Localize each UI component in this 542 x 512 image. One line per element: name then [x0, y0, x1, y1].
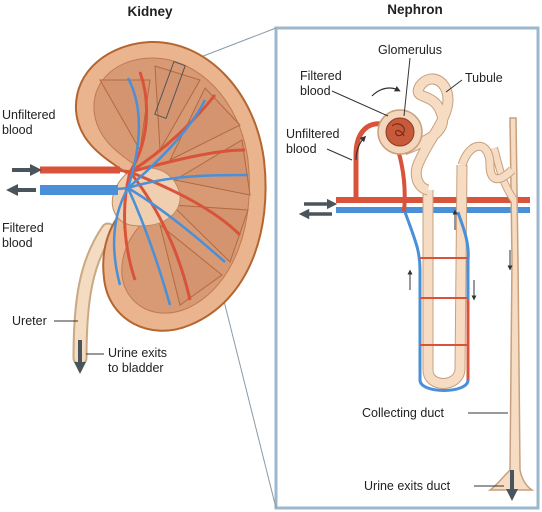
leader-nephron-filtered	[331, 90, 389, 117]
capillary-rungs	[420, 257, 468, 346]
leader-tubule	[445, 79, 463, 93]
collecting-duct	[487, 117, 535, 491]
label-urine-exits-duct: Urine exits duct	[364, 479, 451, 493]
efferent-arteriole	[396, 149, 407, 213]
label-filtered-blood-line2: blood	[2, 236, 33, 250]
label-ureter: Ureter	[12, 314, 47, 328]
distal-tubule	[458, 142, 515, 183]
renal-pyramid	[173, 139, 251, 196]
proximal-tubule	[402, 74, 453, 195]
label-nephron-filtered-line2: blood	[300, 84, 331, 98]
loop-of-henle	[423, 164, 467, 388]
nephron-inset-frame	[274, 26, 540, 510]
nephron-title: Nephron	[387, 2, 443, 17]
kidney	[54, 40, 267, 332]
flow-arrow-glomerulus	[371, 85, 401, 97]
kidney-title: Kidney	[127, 4, 173, 19]
glomerulus	[385, 117, 415, 147]
ureter-tube	[74, 224, 114, 364]
label-nephron-unfiltered-line1: Unfiltered	[286, 127, 340, 141]
duct-branch-fill	[491, 147, 517, 202]
label-urine-exits-line1: Urine exits	[108, 346, 167, 360]
leader-nephron-unfiltered	[326, 148, 353, 161]
label-collecting-duct: Collecting duct	[362, 406, 445, 420]
label-nephron-filtered-line1: Filtered	[300, 69, 342, 83]
flow-arrow-arteriole	[355, 135, 367, 161]
renal-pyramid	[159, 223, 223, 306]
label-unfiltered-blood-line2: blood	[2, 123, 33, 137]
glomerulus-texture	[391, 123, 405, 137]
label-tubule: Tubule	[465, 71, 503, 85]
zoom-line-top	[192, 27, 277, 61]
label-nephron-unfiltered-line2: blood	[286, 142, 317, 156]
label-unfiltered-blood-line1: Unfiltered	[2, 108, 56, 122]
peritubular-capillary-blue	[403, 211, 470, 392]
leader-glomerulus	[403, 57, 411, 117]
nephron-location-box	[154, 60, 186, 120]
nephron	[298, 73, 535, 501]
label-filtered-blood-line1: Filtered	[2, 221, 44, 235]
label-glomerulus: Glomerulus	[378, 43, 442, 57]
label-urine-exits-line2: to bladder	[108, 361, 164, 375]
